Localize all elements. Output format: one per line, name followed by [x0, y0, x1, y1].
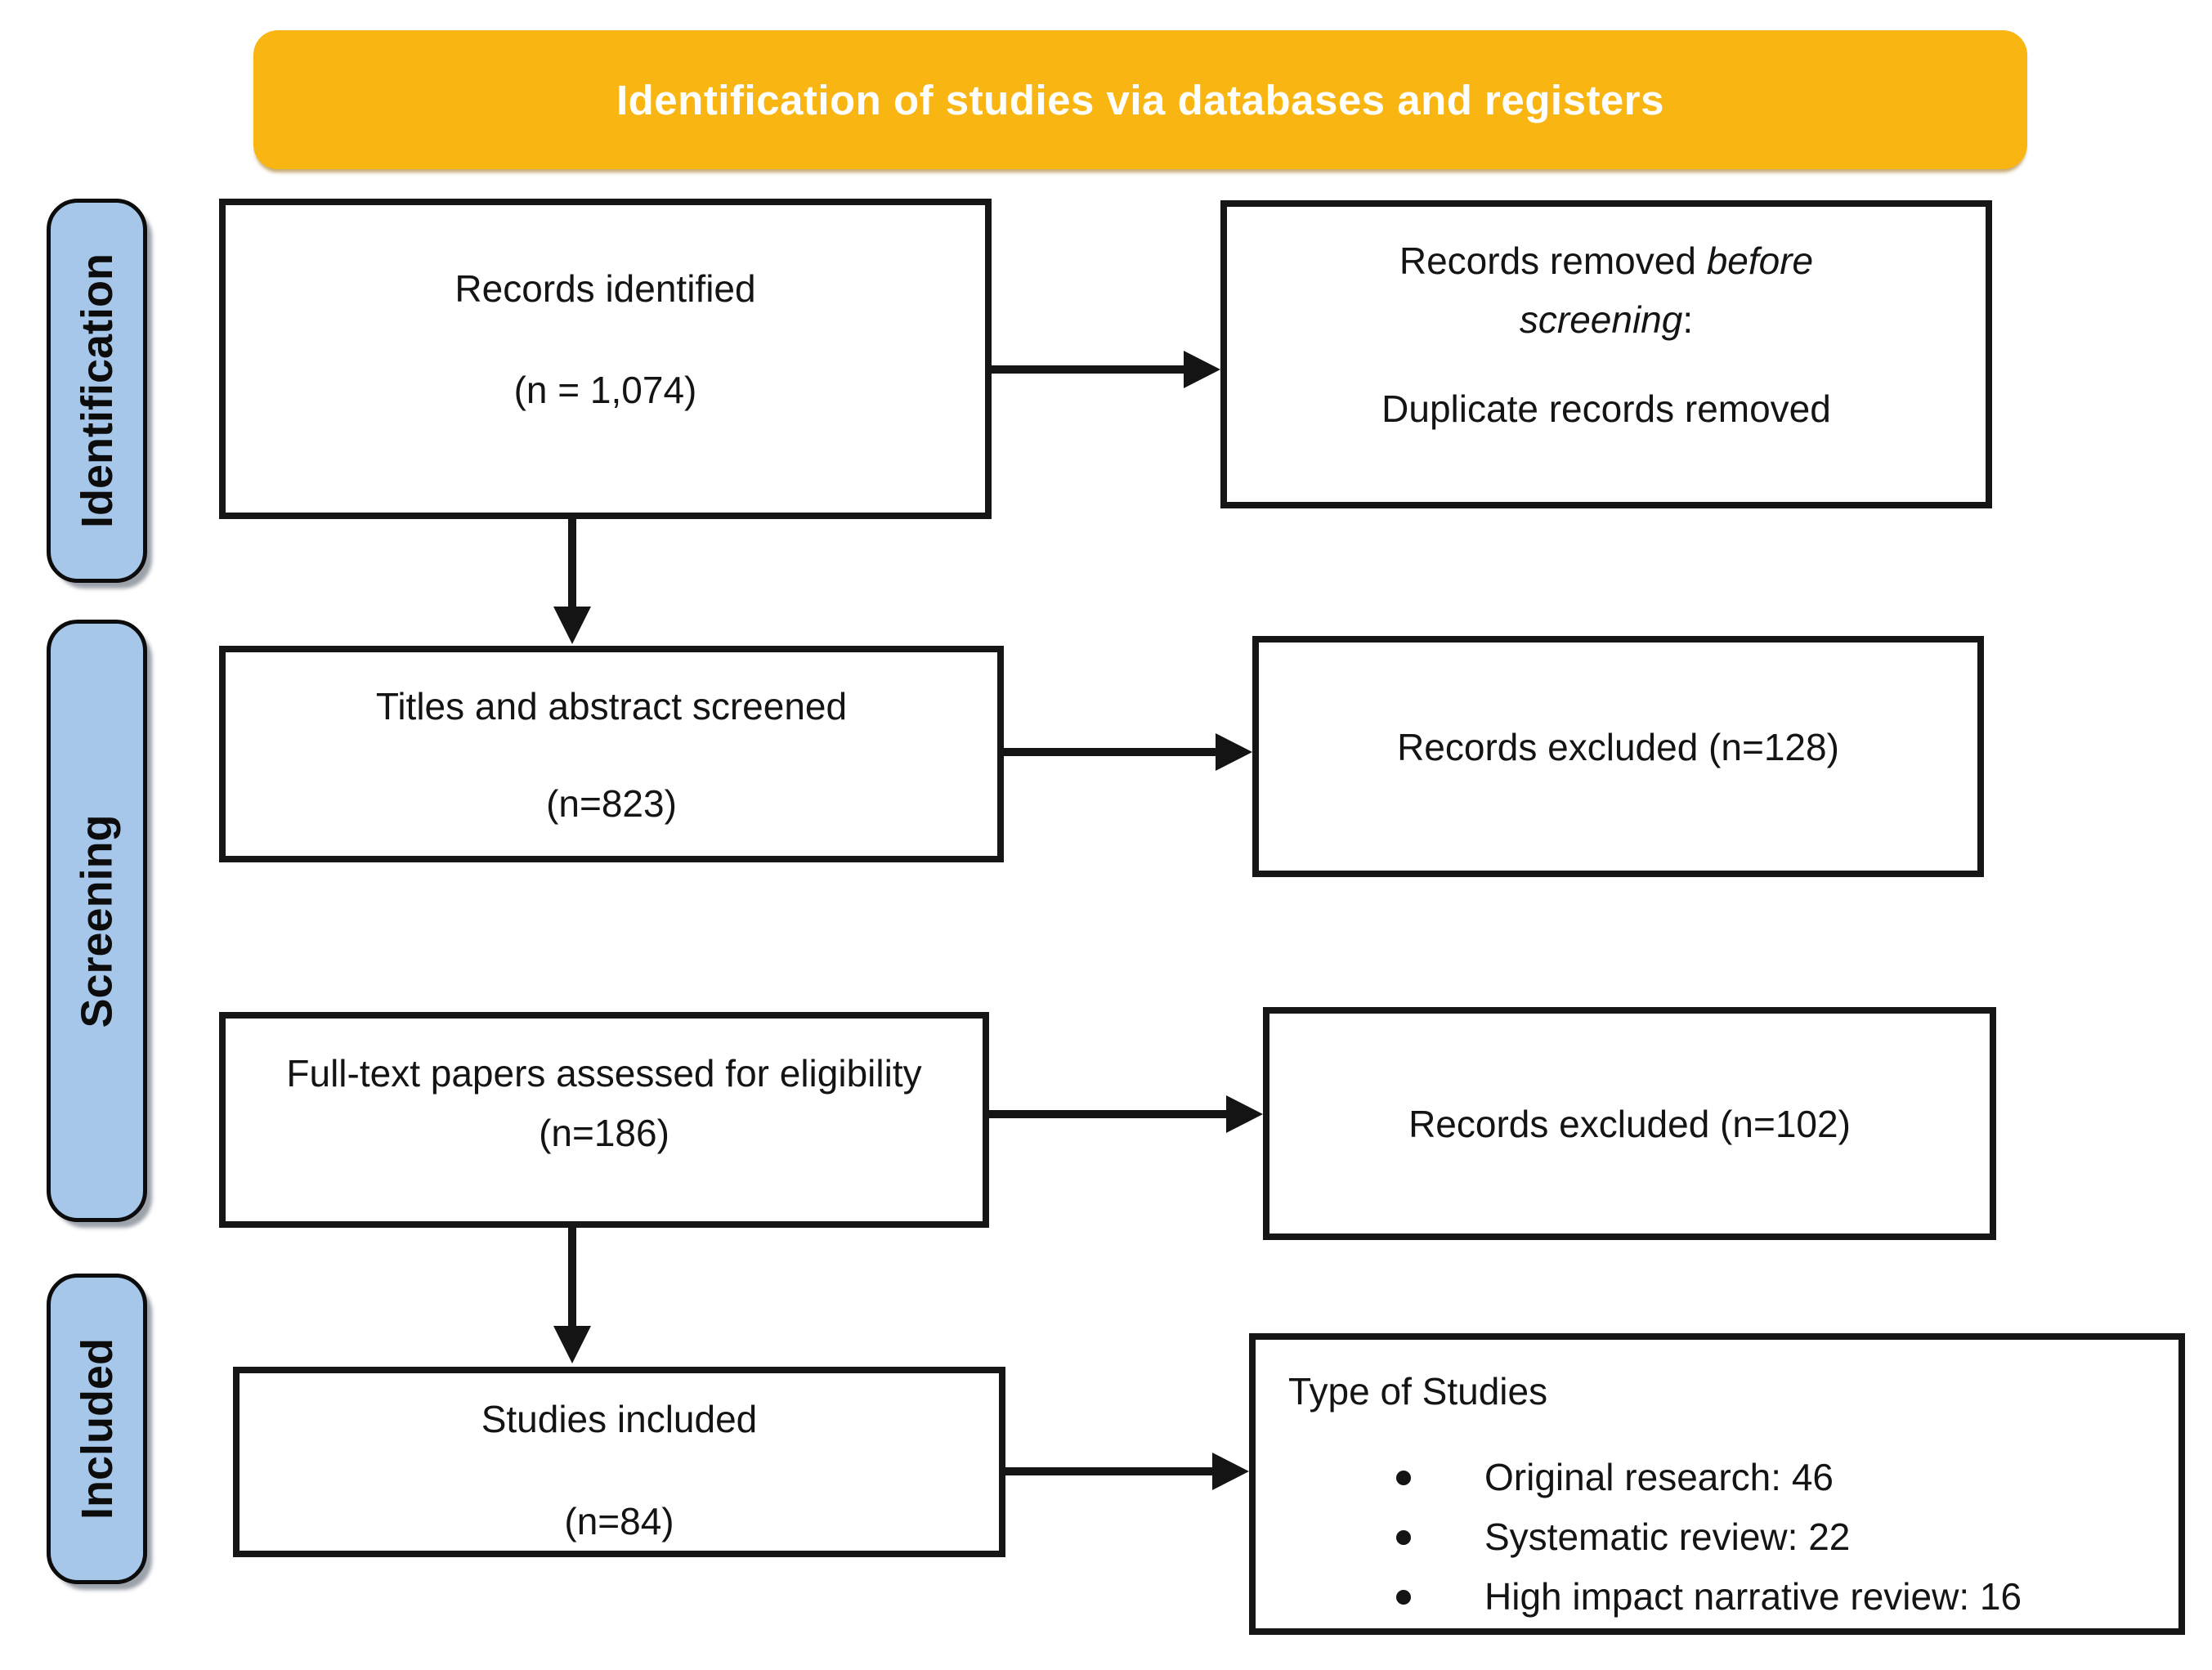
stage-label-included-text: Included: [72, 1337, 122, 1520]
records-removed-label: Records removed before screening:: [1337, 231, 1876, 349]
arrow-included-to-types-head: [1212, 1453, 1249, 1490]
box-records-excluded-screening: Records excluded (n=128): [1252, 636, 1984, 877]
arrow-screened-to-excluded-head: [1216, 733, 1252, 771]
arrow-identified-to-removed-head: [1184, 351, 1220, 388]
studies-included-count: (n=84): [564, 1500, 674, 1542]
studies-included-label: Studies included: [481, 1398, 758, 1440]
banner: Identification of studies via databases …: [253, 30, 2027, 169]
stage-label-screening: Screening: [47, 620, 147, 1222]
arrow-identified-to-screened-head: [553, 607, 591, 644]
titles-screened-count: (n=823): [546, 782, 677, 825]
box-type-of-studies: Type of Studies Original research: 46 Sy…: [1249, 1333, 2185, 1635]
titles-screened-label: Titles and abstract screened: [375, 685, 848, 728]
arrow-screened-to-excluded-line: [1004, 748, 1216, 756]
records-removed-label-prefix: Records removed: [1399, 240, 1707, 282]
records-excluded-eligibility-label: Records excluded (n=102): [1408, 1102, 1851, 1145]
arrow-included-to-types-line: [1005, 1467, 1212, 1475]
box-records-excluded-eligibility: Records excluded (n=102): [1263, 1007, 1996, 1240]
arrow-fulltext-to-excluded-head: [1226, 1095, 1263, 1133]
type-of-studies-item-narrative-review: High impact narrative review: 16: [1288, 1567, 2154, 1627]
fulltext-assessed-label: Full-text papers assessed for eligibilit…: [286, 1052, 922, 1154]
type-of-studies-item-original-research: Original research: 46: [1288, 1448, 2154, 1507]
arrow-fulltext-to-excluded-line: [989, 1110, 1226, 1118]
box-studies-included: Studies included (n=84): [233, 1367, 1005, 1557]
stage-label-screening-text: Screening: [72, 813, 122, 1028]
records-excluded-screening-label: Records excluded (n=128): [1397, 726, 1839, 768]
banner-title: Identification of studies via databases …: [616, 76, 1665, 123]
box-records-removed-before-screening: Records removed before screening: Duplic…: [1220, 200, 1992, 508]
arrow-identified-to-removed-line: [992, 365, 1184, 374]
type-of-studies-item-systematic-review: Systematic review: 22: [1288, 1507, 2154, 1567]
duplicate-records-removed-label: Duplicate records removed: [1381, 387, 1831, 430]
box-records-identified: Records identified (n = 1,074): [219, 199, 992, 519]
arrow-fulltext-to-included-line: [568, 1228, 576, 1326]
records-identified-count: (n = 1,074): [513, 369, 697, 411]
stage-label-included: Included: [47, 1274, 147, 1584]
type-of-studies-list: Original research: 46 Systematic review:…: [1288, 1448, 2154, 1627]
type-of-studies-heading: Type of Studies: [1288, 1370, 1548, 1413]
arrow-fulltext-to-included-head: [553, 1326, 591, 1363]
stage-label-identification: Identification: [47, 199, 147, 583]
box-fulltext-assessed: Full-text papers assessed for eligibilit…: [219, 1012, 989, 1228]
records-removed-label-italic: before screening: [1519, 240, 1814, 341]
records-removed-label-suffix: :: [1682, 298, 1694, 341]
records-identified-label: Records identified: [454, 267, 756, 310]
box-titles-abstract-screened: Titles and abstract screened (n=823): [219, 646, 1004, 862]
arrow-identified-to-screened-line: [568, 519, 576, 607]
stage-label-identification-text: Identification: [72, 253, 122, 528]
